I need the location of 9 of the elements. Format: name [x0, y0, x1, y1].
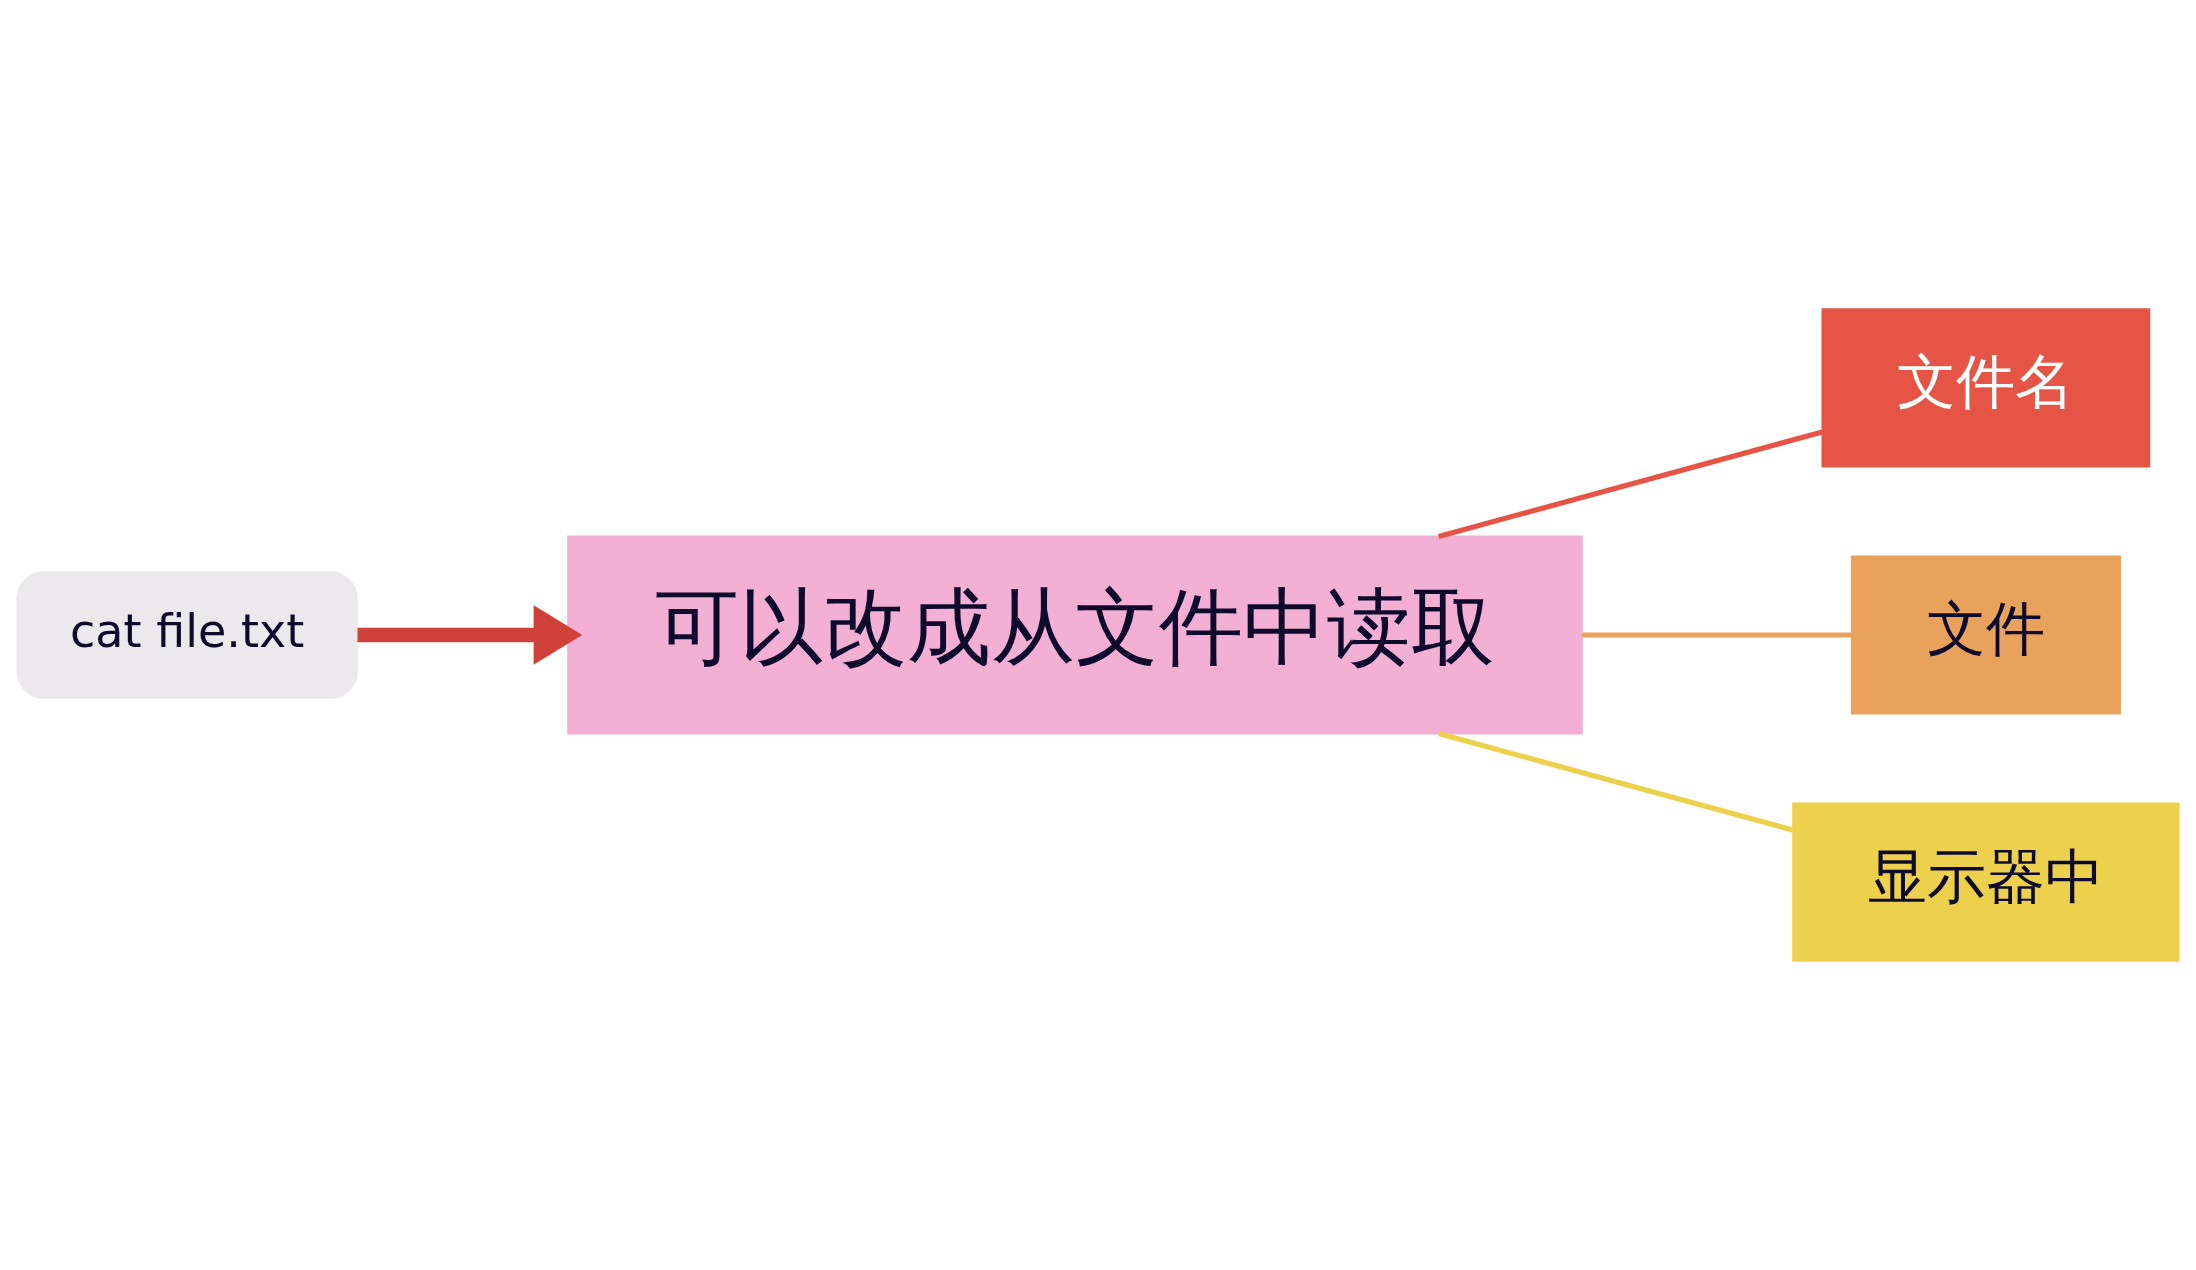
connector	[1438, 429, 1823, 539]
node-box: 文件	[1850, 555, 2121, 715]
node-box: 可以改成从文件中读取	[567, 535, 1583, 735]
arrow	[357, 605, 583, 665]
connector	[1582, 632, 1852, 638]
connector	[1438, 731, 1794, 833]
node-box: cat file.txt	[16, 571, 358, 699]
node-box: 显示器中	[1792, 802, 2180, 962]
node-box: 文件名	[1821, 308, 2151, 468]
